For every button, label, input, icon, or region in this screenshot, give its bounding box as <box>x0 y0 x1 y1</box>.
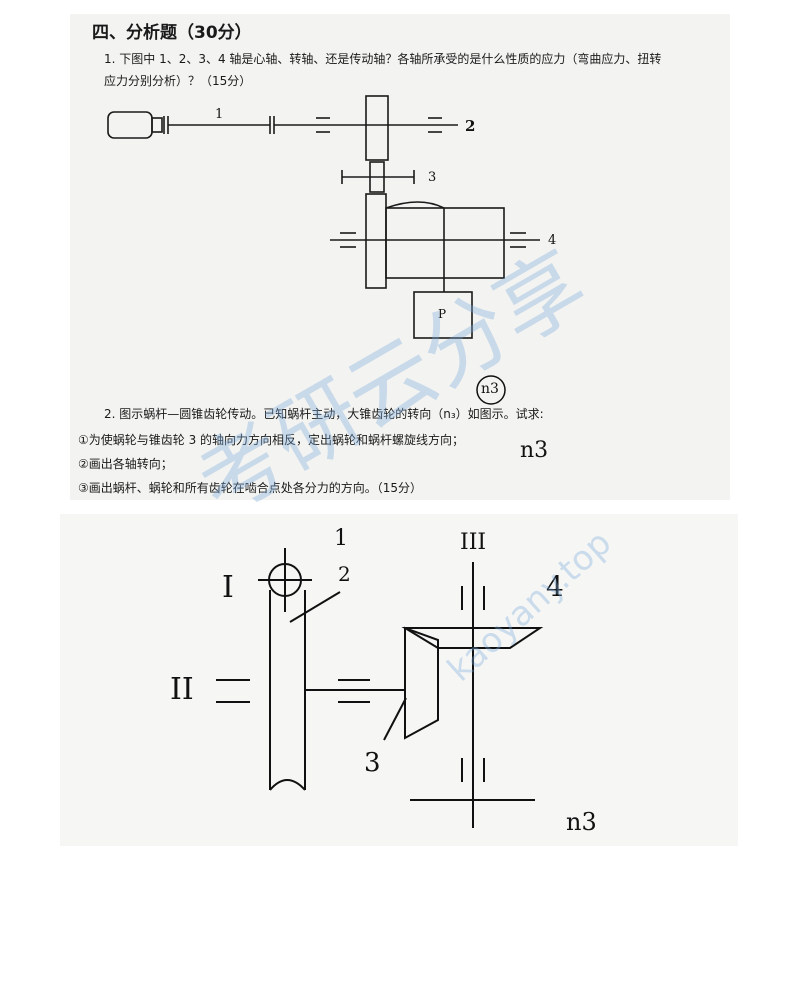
drum <box>385 207 505 279</box>
label-4: 4 <box>546 570 564 603</box>
q2-text-line4: ③画出蜗杆、蜗轮和所有齿轮在啮合点处各分力的方向。（15分） <box>78 481 423 495</box>
box-p <box>413 291 473 339</box>
q2-text-line2: ①为使蜗轮与锥齿轮 3 的轴向力方向相反，定出蜗轮和蜗杆螺旋线方向； <box>78 433 465 447</box>
section-title: 四、分析题（30分） <box>92 23 252 43</box>
label-III: III <box>460 530 487 555</box>
motor-body <box>107 111 153 139</box>
circled-n3-mark <box>476 375 506 405</box>
scan-page-top <box>70 14 730 500</box>
q2-text-line1: 2. 图示蜗杆—圆锥齿轮传动。已知蜗杆主动，大锥齿轮的转向（n₃）如图示。试求: <box>104 407 544 421</box>
label-n3: n3 <box>566 808 597 836</box>
q1-text-line1: 1. 下图中 1、2、3、4 轴是心轴、转轴、还是传动轴？各轴所承受的是什么性质… <box>104 52 662 66</box>
gear-4 <box>365 193 387 289</box>
q2-text-line3: ②画出各轴转向； <box>78 457 173 471</box>
worm-bevel-diagram <box>216 548 544 828</box>
label-box-p: P <box>438 307 447 321</box>
label-shaft-3: 3 <box>428 170 437 185</box>
motor-flange <box>151 117 163 133</box>
label-II: II <box>170 672 194 707</box>
label-I: I <box>222 570 234 605</box>
scan-page-bottom <box>60 514 738 846</box>
label-shaft-2: 2 <box>465 117 476 135</box>
q1-text-line2: 应力分别分析）？（15分） <box>104 74 252 88</box>
label-1: 1 <box>334 526 348 551</box>
label-2: 2 <box>338 562 351 586</box>
label-shaft-1: 1 <box>215 107 224 122</box>
gear-2 <box>365 95 389 161</box>
bevel-gear-4 <box>401 627 544 649</box>
handwritten-n3: n3 <box>520 438 549 463</box>
label-shaft-4: 4 <box>548 233 557 248</box>
label-3: 3 <box>364 748 381 778</box>
handwritten-circled-n3: n3 <box>481 381 499 397</box>
